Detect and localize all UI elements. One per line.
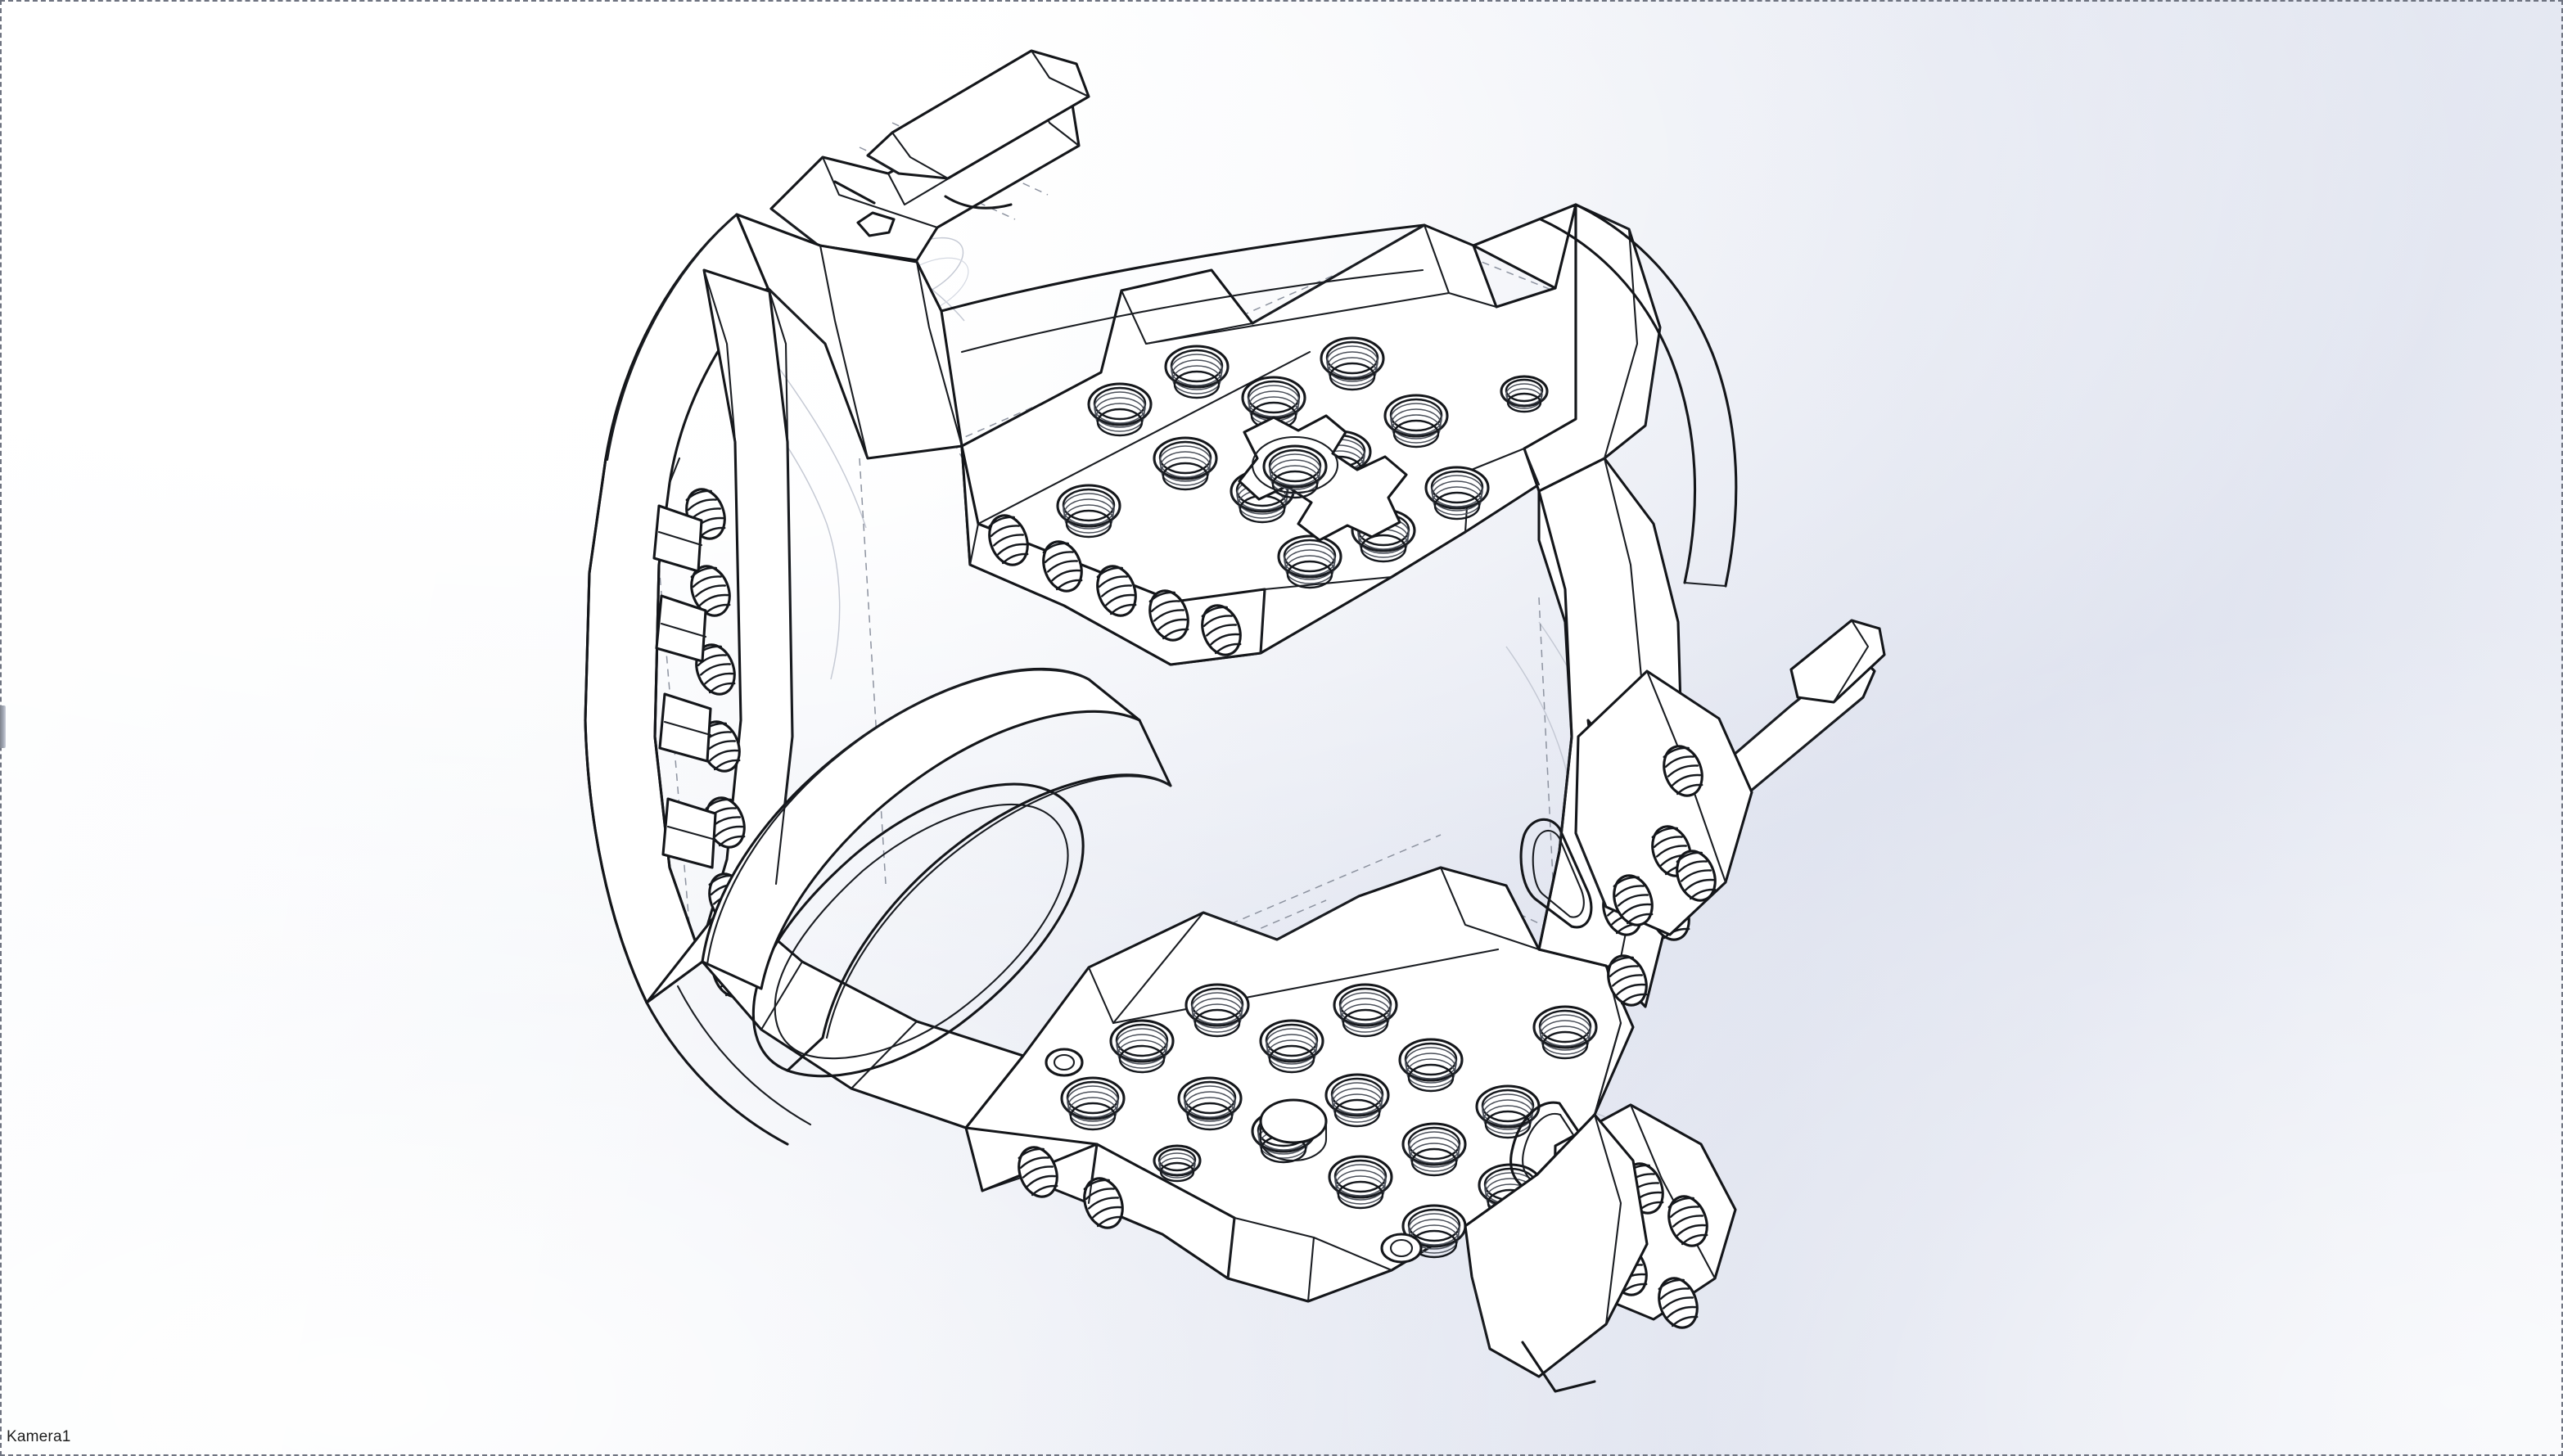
left-panel-collapse-handle[interactable]	[0, 705, 6, 748]
left-arm-strap-slots	[652, 504, 717, 869]
seam-lines	[774, 223, 1622, 1280]
screen-window-cutout	[751, 782, 1085, 1078]
right-arm-window	[1519, 818, 1593, 929]
center-quick-release-hole	[1238, 414, 1408, 542]
bottom-locating-pin-holes	[1045, 1048, 1423, 1264]
cage-body	[584, 49, 1886, 1393]
top-cold-shoe	[769, 49, 1090, 262]
view-configuration-label: Kamera1	[7, 1428, 71, 1445]
bottom-plate-through-hole	[1259, 1098, 1328, 1162]
right-boss-cluster-upper	[1574, 669, 1753, 936]
